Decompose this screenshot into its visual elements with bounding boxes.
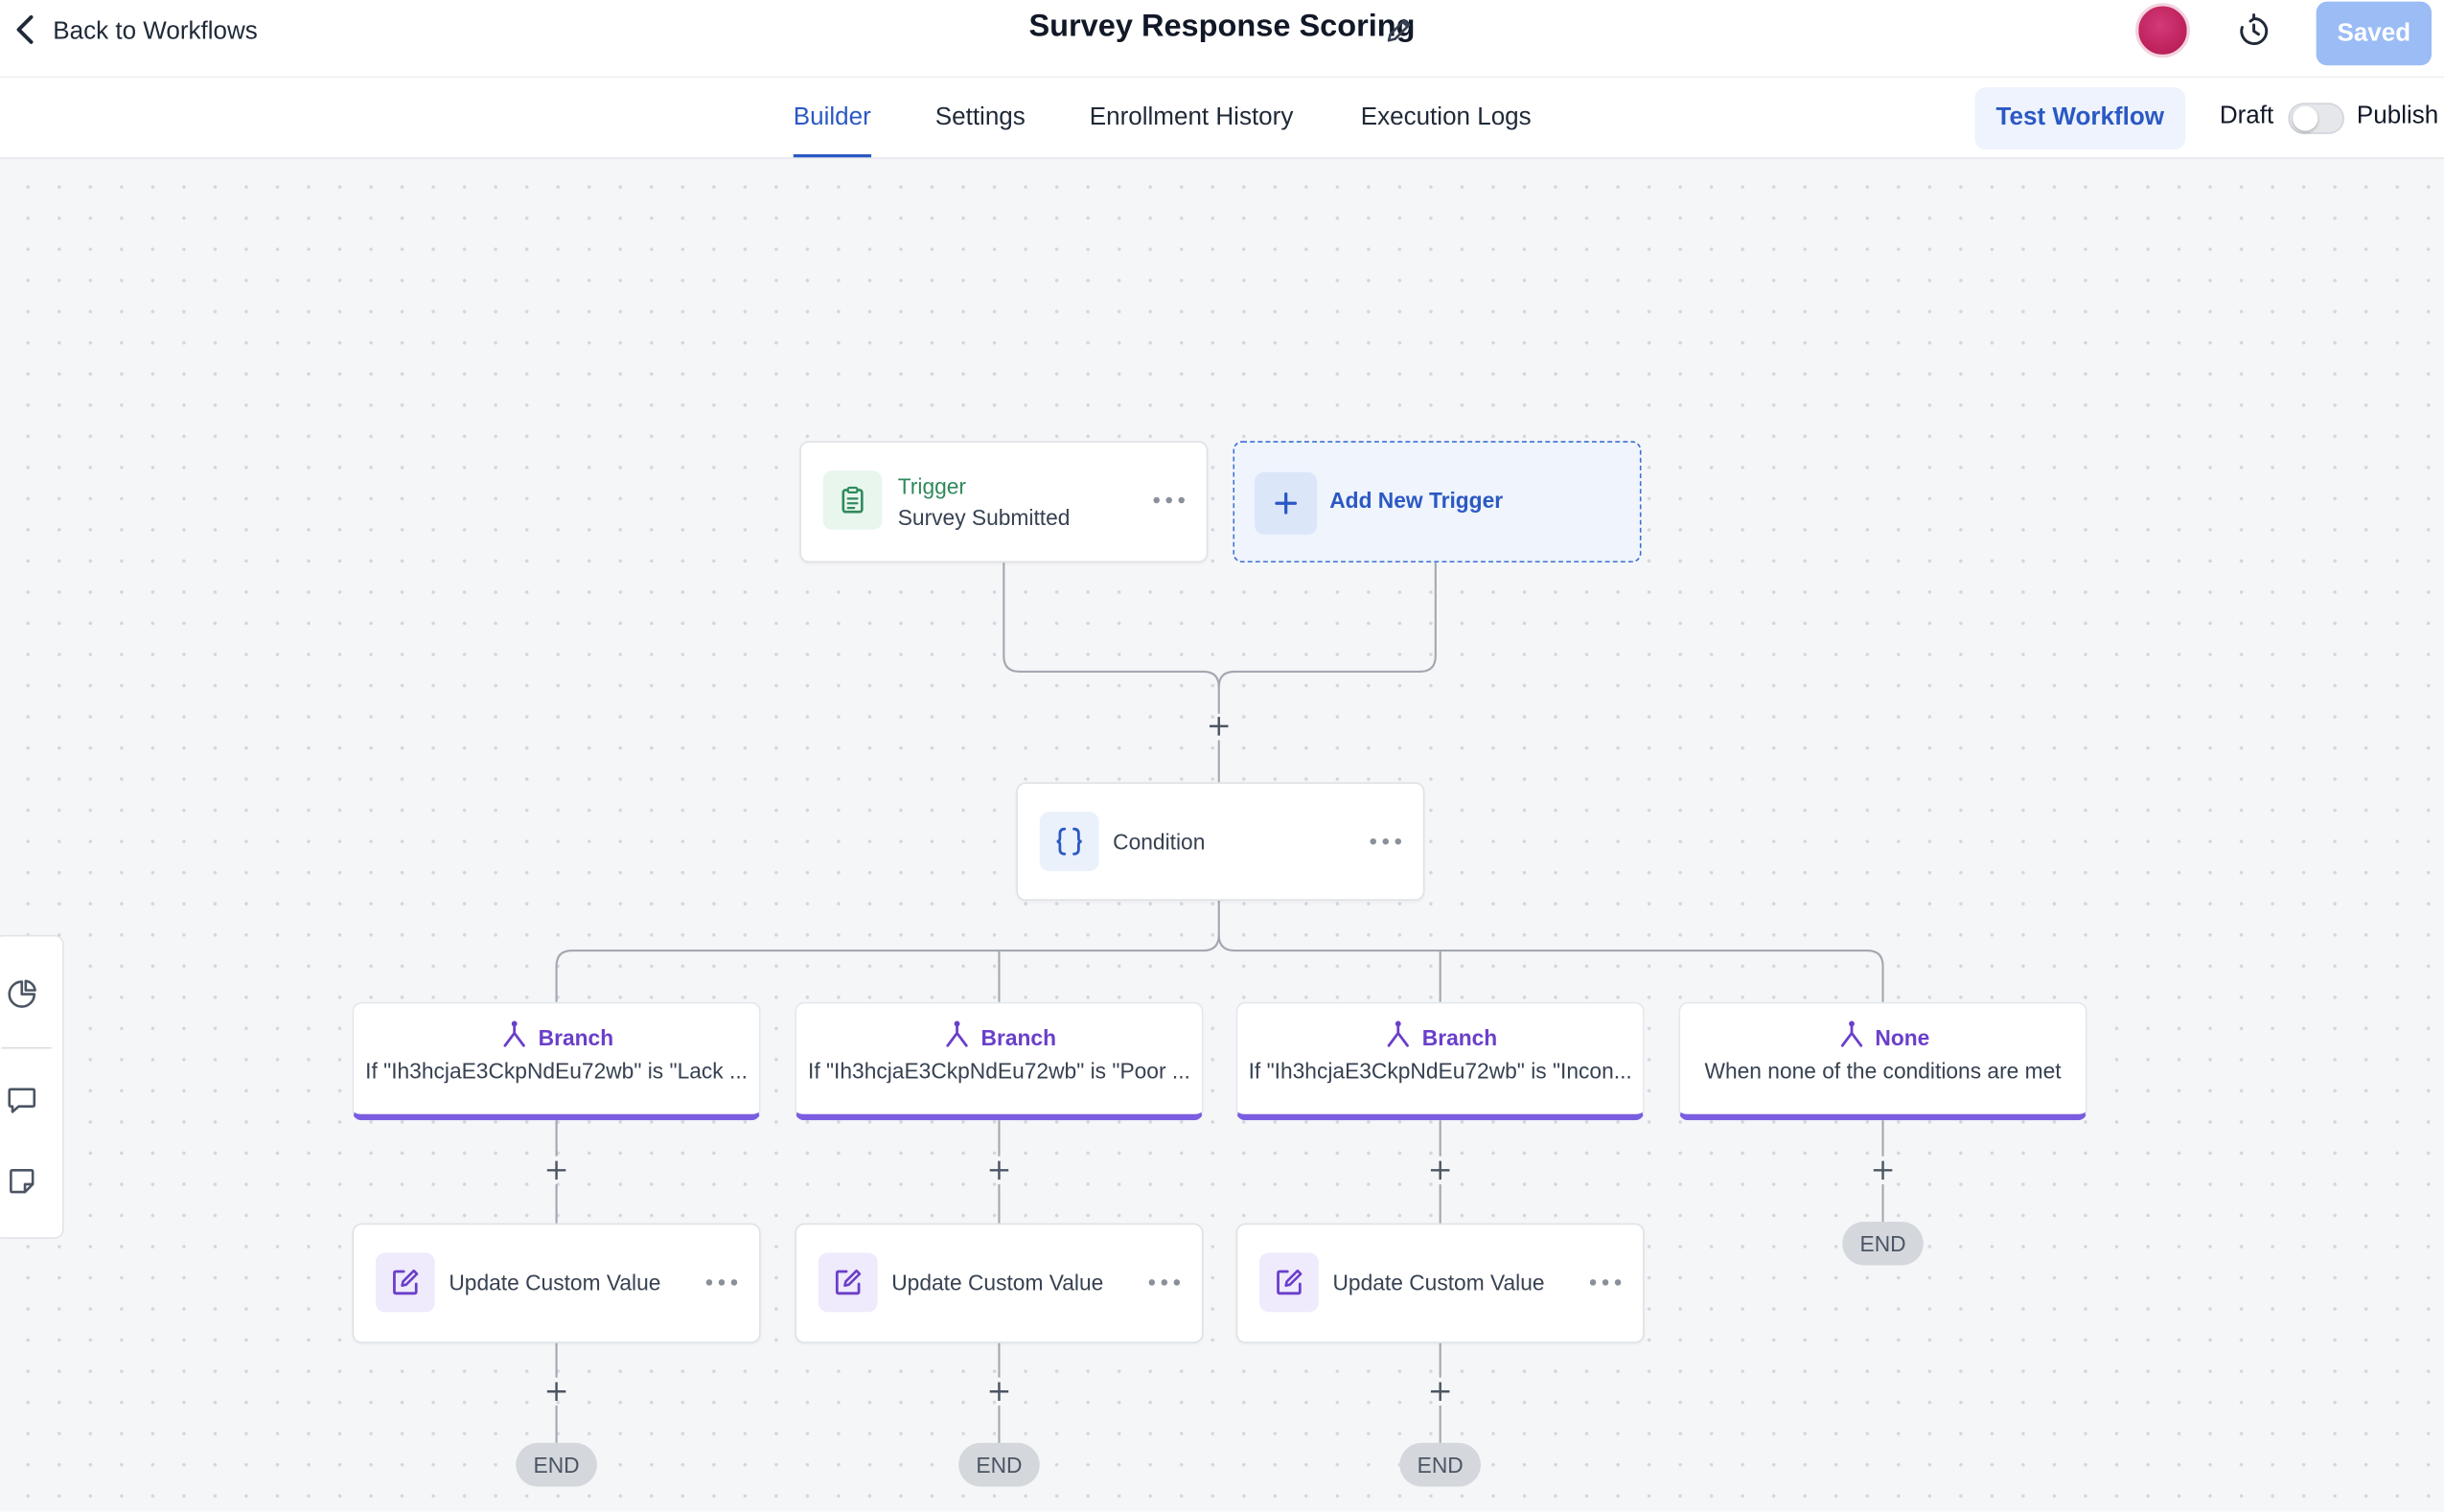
more-options-icon[interactable] xyxy=(1148,1269,1181,1296)
more-options-icon[interactable] xyxy=(1589,1269,1622,1296)
top-bar: Back to Workflows Survey Response Scorin… xyxy=(0,0,2444,79)
branch-fork-icon xyxy=(1836,1019,1868,1055)
publish-toggle[interactable] xyxy=(2288,103,2344,134)
add-step-plus-icon[interactable] xyxy=(1869,1157,1897,1184)
publish-label: Publish xyxy=(2356,103,2439,129)
pencil-icon[interactable] xyxy=(1384,14,1416,54)
add-step-plus-icon[interactable] xyxy=(542,1378,570,1406)
end-badge: END xyxy=(1842,1222,1924,1266)
action-label: Update Custom Value xyxy=(1332,1270,1545,1295)
pie-chart-icon[interactable] xyxy=(2,974,42,1014)
tab-settings[interactable]: Settings xyxy=(934,103,1026,131)
update-custom-value-node[interactable]: Update Custom Value xyxy=(795,1223,1204,1343)
branch-fork-icon xyxy=(499,1019,531,1055)
branch-fork-icon xyxy=(942,1019,974,1055)
edit-square-icon xyxy=(818,1252,878,1313)
more-options-icon[interactable] xyxy=(1153,486,1185,514)
trigger-label: Trigger xyxy=(897,473,967,499)
end-badge: END xyxy=(516,1442,597,1487)
branch-header: Branch xyxy=(354,1019,759,1055)
rail-divider xyxy=(1,1046,52,1049)
workflow-title[interactable]: Survey Response Scoring xyxy=(1028,9,1416,44)
branch-condition: If "Ih3hcjaE3CkpNdEu72wb" is "Incon... xyxy=(1248,1058,1632,1084)
more-options-icon[interactable] xyxy=(1370,828,1402,856)
comment-icon[interactable] xyxy=(2,1080,42,1120)
draft-label: Draft xyxy=(2219,103,2274,129)
branch-title: None xyxy=(1875,1024,1930,1050)
back-to-workflows-link[interactable]: Back to Workflows xyxy=(12,12,258,53)
branch-header: None xyxy=(1680,1019,2086,1055)
test-workflow-button[interactable]: Test Workflow xyxy=(1974,87,2186,150)
add-step-plus-icon[interactable] xyxy=(1426,1157,1454,1184)
condition-node[interactable]: Condition xyxy=(1016,782,1425,901)
add-new-trigger-label: Add New Trigger xyxy=(1329,488,1504,514)
tab-execution-logs[interactable]: Execution Logs xyxy=(1360,103,1532,131)
trigger-name: Survey Submitted xyxy=(897,504,1071,530)
branch-condition: If "Ih3hcjaE3CkpNdEu72wb" is "Poor ... xyxy=(807,1058,1190,1084)
branch-none-node[interactable]: None When none of the conditions are met xyxy=(1678,1001,2087,1121)
branch-header: Branch xyxy=(1237,1019,1643,1055)
clipboard-icon xyxy=(822,470,883,530)
page-title: Survey Response Scoring xyxy=(0,10,2444,45)
branch-fork-icon xyxy=(1383,1019,1415,1055)
sticky-note-icon[interactable] xyxy=(2,1161,42,1202)
tab-bar: Builder Settings Enrollment History Exec… xyxy=(0,78,2444,159)
chevron-left-icon xyxy=(12,13,40,53)
add-step-plus-icon[interactable] xyxy=(1205,712,1233,740)
left-tool-rail xyxy=(0,934,64,1239)
add-new-trigger-button[interactable]: Add New Trigger xyxy=(1233,441,1642,563)
end-badge: END xyxy=(958,1442,1040,1487)
branch-condition: If "Ih3hcjaE3CkpNdEu72wb" is "Lack ... xyxy=(365,1058,749,1084)
update-custom-value-node[interactable]: Update Custom Value xyxy=(352,1223,761,1343)
branch-condition: When none of the conditions are met xyxy=(1704,1058,2062,1084)
avatar[interactable] xyxy=(2135,3,2190,58)
edit-square-icon xyxy=(1259,1252,1319,1313)
action-label: Update Custom Value xyxy=(449,1270,661,1295)
more-options-icon[interactable] xyxy=(705,1269,738,1296)
branch-node[interactable]: Branch If "Ih3hcjaE3CkpNdEu72wb" is "Lac… xyxy=(352,1001,761,1121)
update-custom-value-node[interactable]: Update Custom Value xyxy=(1235,1223,1645,1343)
edit-square-icon xyxy=(375,1252,435,1313)
trigger-node[interactable]: Trigger Survey Submitted xyxy=(799,441,1209,563)
history-icon[interactable] xyxy=(2235,12,2272,57)
action-label: Update Custom Value xyxy=(891,1270,1104,1295)
add-step-plus-icon[interactable] xyxy=(985,1157,1013,1184)
toggle-knob xyxy=(2293,105,2318,131)
branch-header: Branch xyxy=(796,1019,1202,1055)
branch-title: Branch xyxy=(1421,1024,1498,1050)
add-step-plus-icon[interactable] xyxy=(985,1378,1013,1406)
back-label: Back to Workflows xyxy=(53,18,258,46)
tab-enrollment-history[interactable]: Enrollment History xyxy=(1089,103,1294,131)
add-step-plus-icon[interactable] xyxy=(542,1157,570,1184)
branch-title: Branch xyxy=(538,1024,614,1050)
tab-builder[interactable]: Builder xyxy=(793,78,871,158)
branch-node[interactable]: Branch If "Ih3hcjaE3CkpNdEu72wb" is "Poo… xyxy=(795,1001,1204,1121)
end-badge: END xyxy=(1399,1442,1481,1487)
branch-node[interactable]: Branch If "Ih3hcjaE3CkpNdEu72wb" is "Inc… xyxy=(1235,1001,1645,1121)
add-step-plus-icon[interactable] xyxy=(1426,1378,1454,1406)
plus-icon xyxy=(1255,471,1318,535)
condition-label: Condition xyxy=(1113,829,1206,855)
braces-icon xyxy=(1039,812,1099,872)
saved-button[interactable]: Saved xyxy=(2316,1,2432,66)
branch-title: Branch xyxy=(980,1024,1056,1050)
